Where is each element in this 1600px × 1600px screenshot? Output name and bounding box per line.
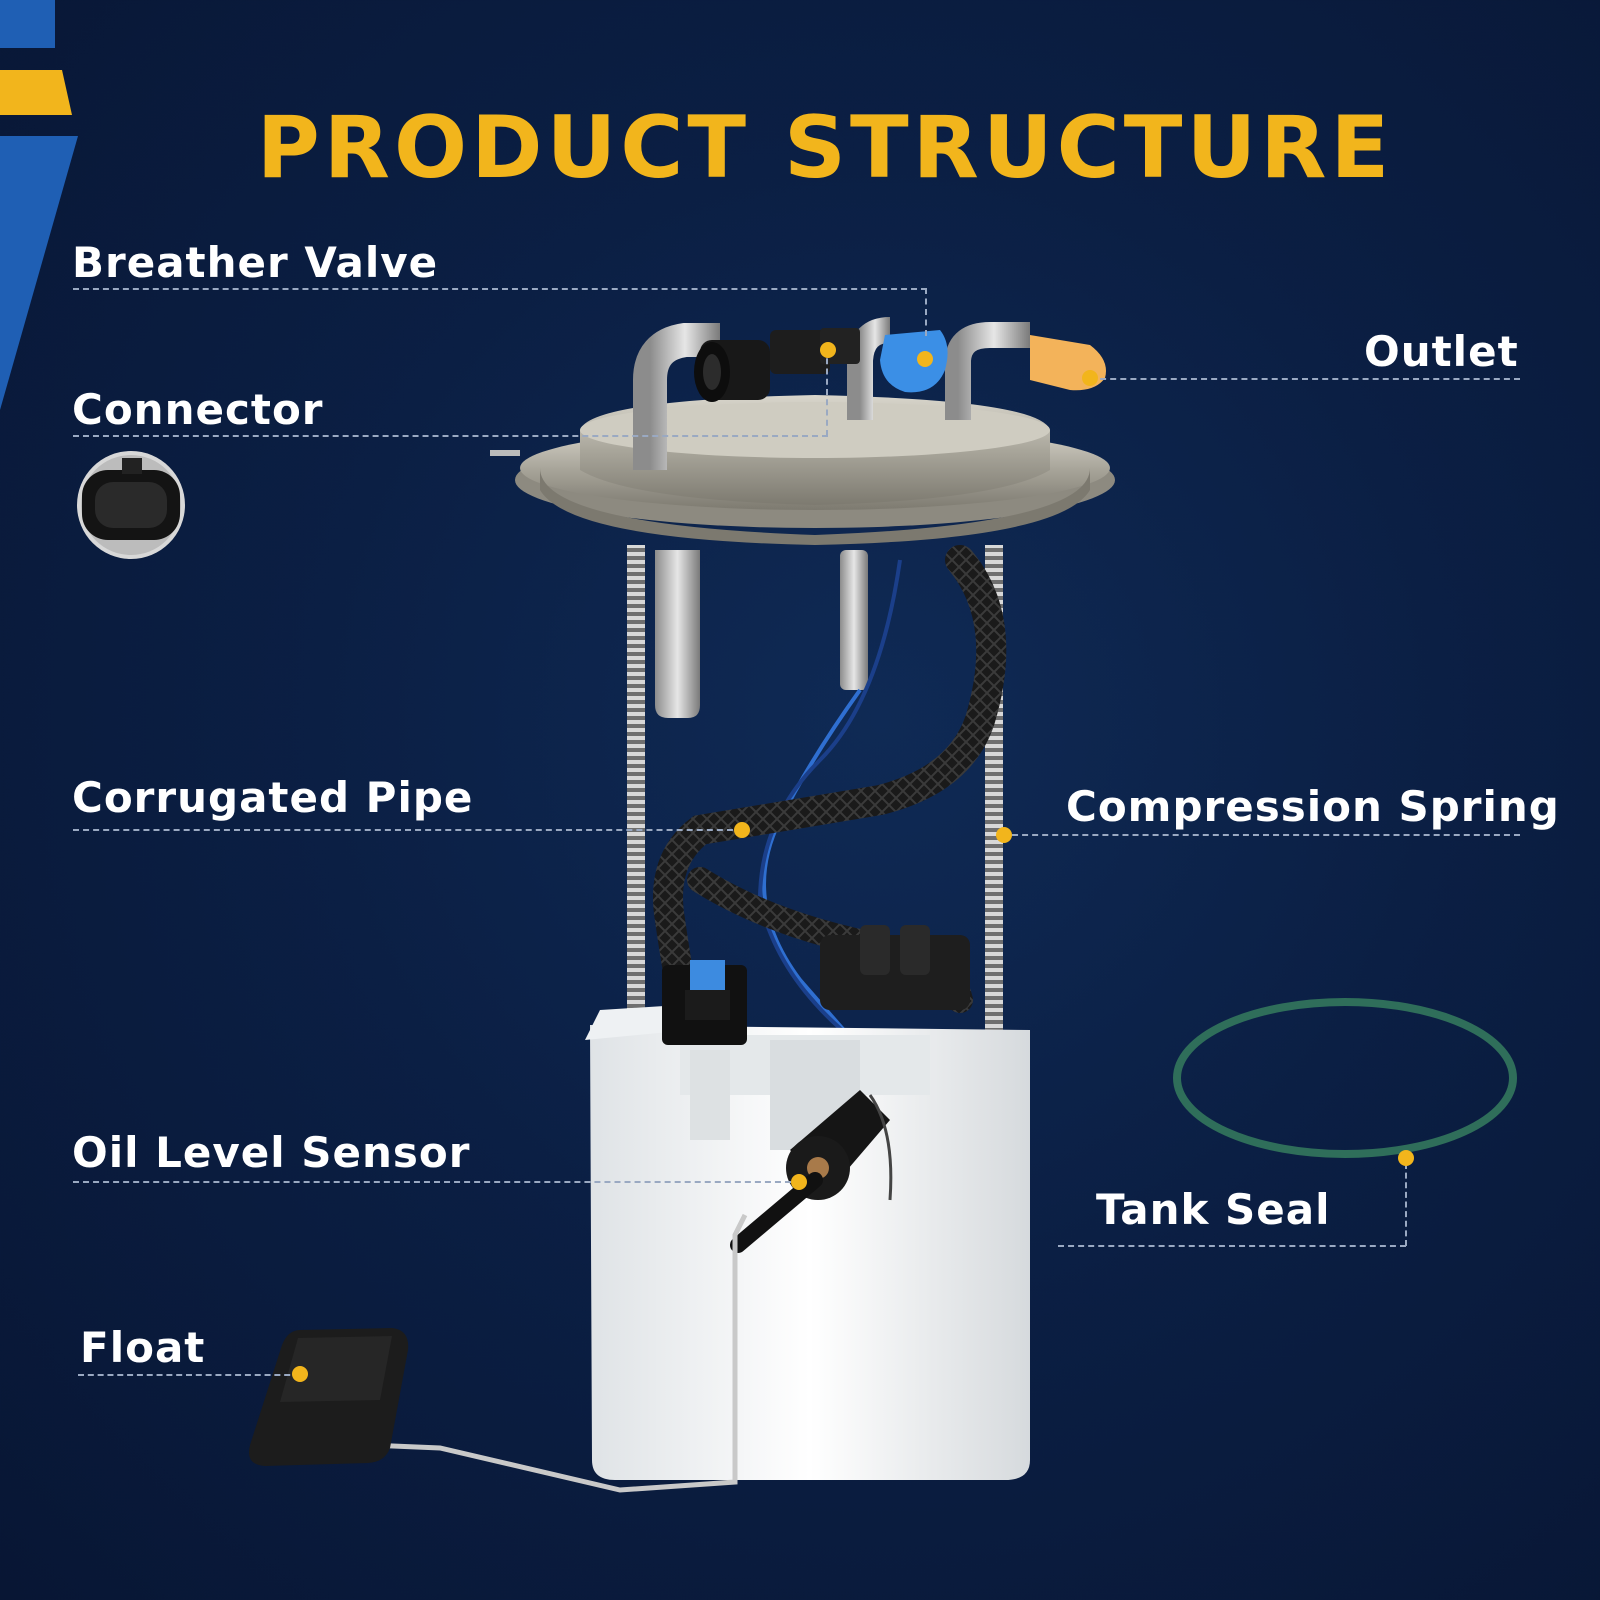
compression-spring-left [627,545,645,1025]
page-title: PRODUCT STRUCTURE [256,98,1394,198]
leader-line-tank-seal [1058,1245,1406,1247]
label-breather-valve: Breather Valve [72,238,439,287]
leader-line-breather-valve [73,288,927,290]
leader-line-oil-level-sensor [73,1181,801,1183]
marker-tank-seal [1398,1150,1414,1166]
leader-line-float [78,1374,300,1376]
corrugated-pipe [653,545,1007,1045]
label-connector: Connector [72,385,324,434]
marker-float [292,1366,308,1382]
oil-level-sensor [730,1090,893,1253]
label-float: Float [80,1323,206,1372]
label-oil-level-sensor: Oil Level Sensor [72,1128,471,1177]
float [249,1328,409,1466]
corner-decoration [0,0,78,410]
marker-oil-level-sensor [791,1174,807,1190]
leader-line-outlet [1090,378,1520,380]
label-outlet: Outlet [1364,327,1519,376]
flange-plate [490,395,1115,545]
marker-compression-spring [996,827,1012,843]
marker-outlet [1082,370,1098,386]
leader-line-compression-spring [1002,834,1520,836]
leader-line-connector [73,435,828,437]
float-arm [299,1213,748,1493]
label-corrugated-pipe: Corrugated Pipe [72,773,474,822]
marker-corrugated-pipe [734,822,750,838]
marker-breather-valve [917,351,933,367]
label-compression-spring: Compression Spring [1066,782,1560,831]
leader-line-corrugated-pipe [73,829,743,831]
marker-connector [820,342,836,358]
breather-valve-cap [880,330,948,393]
label-tank-seal: Tank Seal [1096,1185,1331,1234]
tank-seal-ring [1173,998,1517,1158]
